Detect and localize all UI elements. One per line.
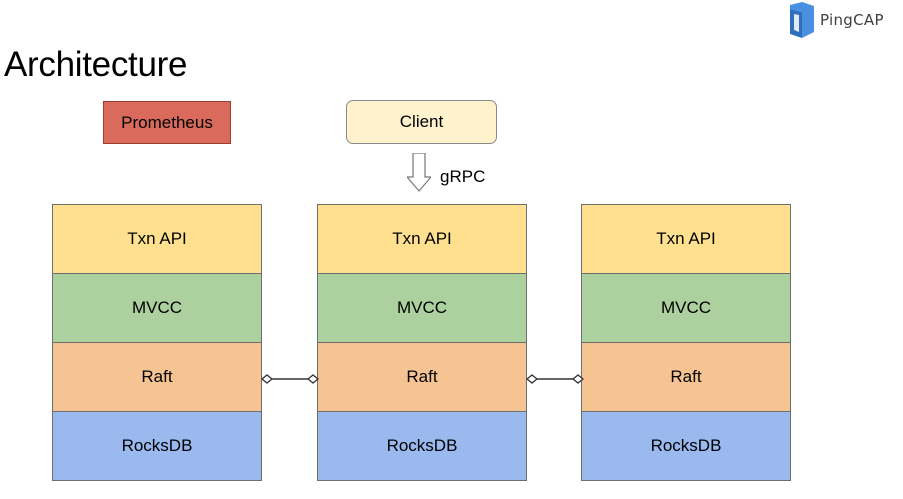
txn-api-layer: Txn API	[317, 204, 527, 274]
raft-connector-2-3	[525, 374, 585, 384]
slide-title: Architecture	[4, 45, 188, 84]
raft-layer: Raft	[581, 342, 791, 412]
prometheus-label: Prometheus	[121, 112, 213, 132]
pingcap-logo-icon	[790, 2, 814, 38]
tikv-node-2: Txn API MVCC Raft RocksDB	[317, 204, 527, 481]
rocksdb-layer: RocksDB	[317, 411, 527, 481]
mvcc-layer: MVCC	[581, 273, 791, 343]
tikv-node-3: Txn API MVCC Raft RocksDB	[581, 204, 791, 481]
rocksdb-layer: RocksDB	[52, 411, 262, 481]
txn-api-layer: Txn API	[581, 204, 791, 274]
logo-text: PingCAP	[820, 11, 884, 29]
pingcap-logo: PingCAP	[790, 2, 884, 38]
down-arrow-icon	[407, 153, 431, 192]
raft-layer: Raft	[52, 342, 262, 412]
mvcc-layer: MVCC	[317, 273, 527, 343]
txn-api-layer: Txn API	[52, 204, 262, 274]
prometheus-box: Prometheus	[103, 101, 231, 144]
client-box: Client	[346, 100, 497, 144]
raft-layer: Raft	[317, 342, 527, 412]
grpc-label: gRPC	[440, 167, 486, 186]
tikv-node-1: Txn API MVCC Raft RocksDB	[52, 204, 262, 481]
raft-connector-1-2	[260, 374, 320, 384]
rocksdb-layer: RocksDB	[581, 411, 791, 481]
mvcc-layer: MVCC	[52, 273, 262, 343]
client-label: Client	[399, 112, 444, 131]
